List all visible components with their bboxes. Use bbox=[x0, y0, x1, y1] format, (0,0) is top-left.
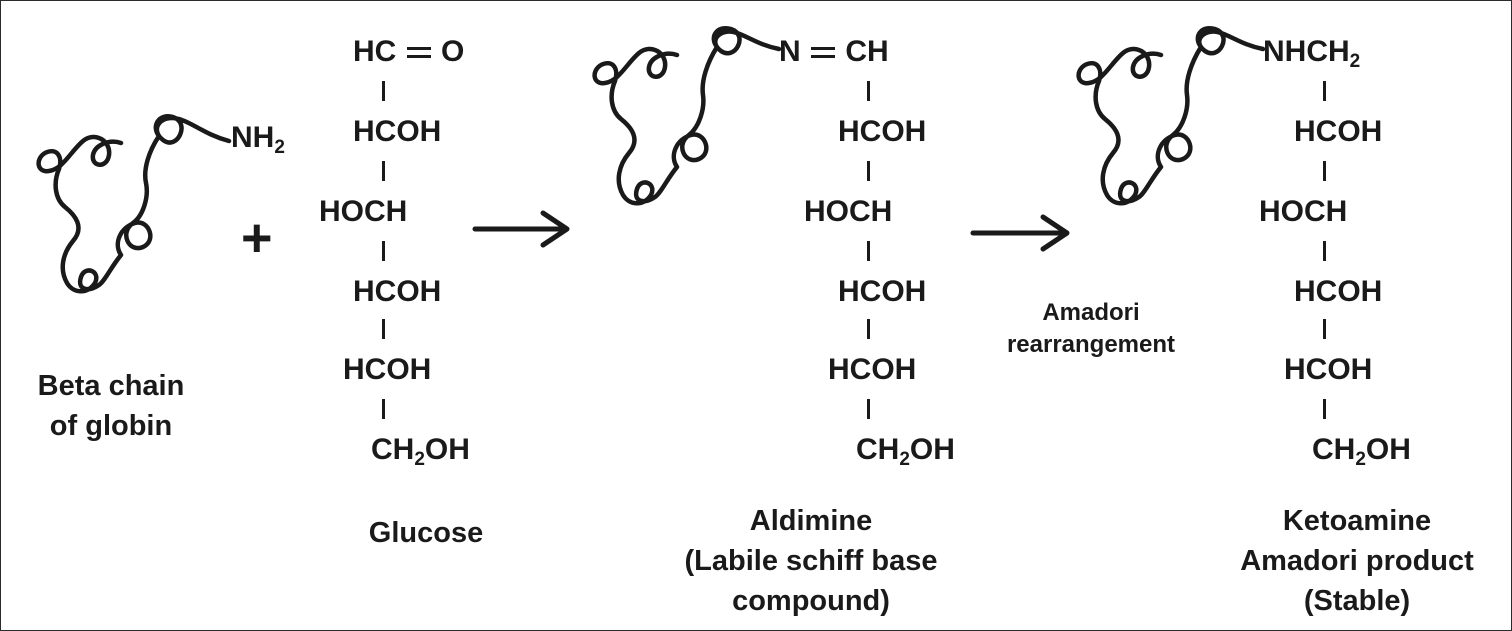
ketoamine-c3: HOCH bbox=[1259, 195, 1348, 228]
beta-chain-coil-icon bbox=[36, 114, 232, 294]
single-bond bbox=[382, 399, 385, 419]
reaction-arrow-icon bbox=[472, 210, 570, 248]
single-bond bbox=[382, 319, 385, 339]
aldimine-c1-text: CH bbox=[845, 35, 889, 68]
rearrangement-label-line2: rearrangement bbox=[1006, 331, 1176, 358]
ketoamine-c6: CH2OH bbox=[1312, 433, 1411, 470]
ketoamine-c6-text: CH bbox=[1312, 433, 1356, 466]
aldimine-label: Aldimine (Labile schiff base compound) bbox=[641, 501, 981, 621]
ketoamine-c1-text: NHCH bbox=[1263, 35, 1350, 68]
aldimine-protein-coil-icon bbox=[592, 25, 782, 206]
glucose-c5: HCOH bbox=[343, 353, 432, 386]
single-bond bbox=[1323, 81, 1326, 101]
double-bond-icon bbox=[809, 46, 837, 60]
glucose-c1-oxygen: O bbox=[441, 35, 465, 68]
beta-chain-label-line2: of globin bbox=[49, 410, 173, 442]
ketoamine-protein-coil-icon bbox=[1076, 25, 1266, 206]
glucose-c6-text: CH bbox=[371, 433, 415, 466]
ketoamine-c6-subscript: 2 bbox=[1355, 449, 1366, 470]
rearrangement-arrow-icon bbox=[970, 214, 1070, 252]
aldimine-label-line3: compound) bbox=[732, 585, 890, 617]
double-bond-icon bbox=[405, 46, 433, 60]
amine-text: NH bbox=[231, 121, 275, 154]
rearrangement-label-line1: Amadori bbox=[1042, 299, 1140, 326]
plus-sign: + bbox=[241, 208, 273, 268]
beta-chain-label: Beta chain of globin bbox=[21, 366, 201, 446]
ketoamine-c5: HCOH bbox=[1284, 353, 1373, 386]
single-bond bbox=[867, 161, 870, 181]
aldimine-c1: N CH bbox=[779, 37, 889, 67]
single-bond bbox=[1323, 161, 1326, 181]
glucose-c1: HC O bbox=[353, 37, 464, 67]
single-bond bbox=[1323, 399, 1326, 419]
ketoamine-label-line1: Ketoamine bbox=[1282, 505, 1432, 537]
single-bond bbox=[1323, 319, 1326, 339]
single-bond bbox=[1323, 241, 1326, 261]
aldimine-nitrogen: N bbox=[779, 35, 801, 68]
ketoamine-c1-subscript: 2 bbox=[1349, 51, 1361, 72]
glucose-c1-text: HC bbox=[353, 35, 397, 68]
glucose-c2: HCOH bbox=[353, 115, 442, 148]
ketoamine-label-line3: (Stable) bbox=[1303, 585, 1411, 617]
aldimine-label-line1: Aldimine bbox=[749, 505, 873, 537]
aldimine-label-line2: (Labile schiff base bbox=[684, 545, 938, 577]
amine-subscript: 2 bbox=[274, 137, 285, 158]
single-bond bbox=[867, 399, 870, 419]
aldimine-c2: HCOH bbox=[838, 115, 927, 148]
glucose-label: Glucose bbox=[368, 517, 484, 549]
aldimine-c6-text: CH bbox=[856, 433, 900, 466]
aldimine-c4: HCOH bbox=[838, 275, 927, 308]
aldimine-c6: CH2OH bbox=[856, 433, 955, 470]
ketoamine-c2: HCOH bbox=[1294, 115, 1383, 148]
glucose-c3: HOCH bbox=[319, 195, 408, 228]
single-bond bbox=[382, 81, 385, 101]
ketoamine-label: Ketoamine Amadori product (Stable) bbox=[1197, 501, 1511, 621]
beta-chain-label-line1: Beta chain bbox=[37, 370, 185, 402]
glucose-c6: CH2OH bbox=[371, 433, 470, 470]
single-bond bbox=[867, 319, 870, 339]
rearrangement-label: Amadori rearrangement bbox=[991, 297, 1191, 361]
single-bond bbox=[867, 241, 870, 261]
ketoamine-c6-hydroxyl: OH bbox=[1365, 433, 1411, 466]
glucose-c6-subscript: 2 bbox=[414, 449, 425, 470]
glucose-c6-hydroxyl: OH bbox=[424, 433, 470, 466]
aldimine-c3: HOCH bbox=[804, 195, 893, 228]
aldimine-c6-subscript: 2 bbox=[899, 449, 910, 470]
glucose-c4: HCOH bbox=[353, 275, 442, 308]
ketoamine-label-line2: Amadori product bbox=[1240, 545, 1474, 577]
ketoamine-c4: HCOH bbox=[1294, 275, 1383, 308]
ketoamine-c1: NHCH2 bbox=[1263, 35, 1361, 72]
aldimine-c5: HCOH bbox=[828, 353, 917, 386]
single-bond bbox=[382, 161, 385, 181]
aldimine-c6-hydroxyl: OH bbox=[909, 433, 955, 466]
single-bond bbox=[867, 81, 870, 101]
single-bond bbox=[382, 241, 385, 261]
amine-group: NH2 bbox=[231, 121, 285, 158]
